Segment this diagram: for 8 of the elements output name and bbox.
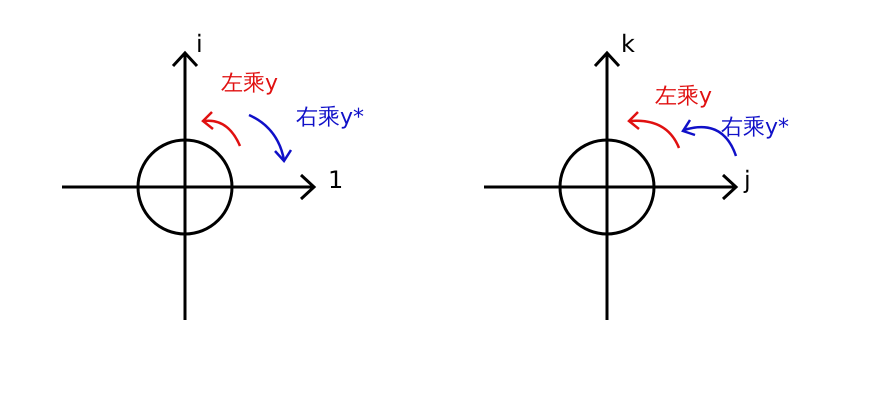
axis-label: 1: [328, 168, 344, 192]
axis-label: 右乘y*: [296, 107, 364, 129]
axis-label: 右乘y*: [721, 117, 790, 139]
axis-label: k: [621, 32, 635, 56]
axis-label: 左乘y: [655, 86, 712, 108]
axis-label: j: [744, 168, 751, 192]
axis-label: i: [196, 32, 203, 56]
axis-label: 左乘y: [221, 73, 278, 95]
